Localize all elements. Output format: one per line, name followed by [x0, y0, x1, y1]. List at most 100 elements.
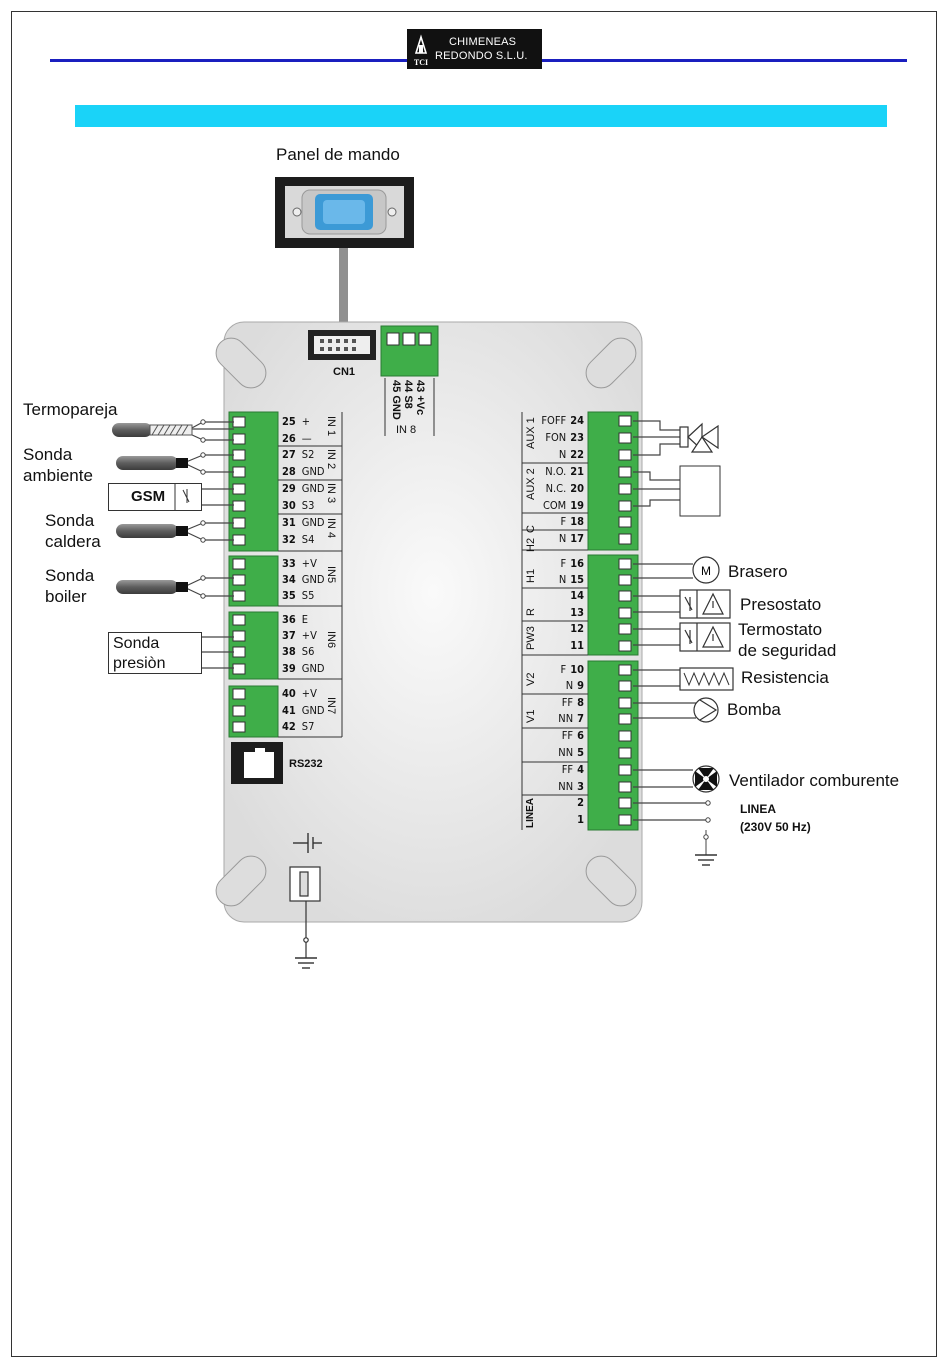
terminal-signal: FF: [561, 696, 574, 709]
terminal-signal: S2: [301, 448, 315, 461]
terminal-signal: GND: [301, 573, 325, 586]
line-terminals: [703, 800, 711, 855]
cn1-label: CN1: [333, 366, 356, 378]
terminal-number: 8: [577, 696, 584, 709]
aux2-device-box: [679, 465, 721, 517]
terminal-signal: GND: [301, 465, 325, 478]
motor-icon: M: [692, 556, 720, 584]
boiler-probe-caldera: [116, 524, 188, 538]
terminal-slot-left-41: [232, 705, 246, 717]
terminal-signal: N: [558, 532, 567, 545]
terminal-slot-right-23: [618, 432, 632, 444]
terminal-slot-right-10: [618, 664, 632, 676]
earth-icon-right: [695, 854, 717, 866]
header-line-right: [542, 59, 907, 62]
group-label-in3: IN 3: [325, 483, 337, 504]
terminal-slot-right-14: [618, 590, 632, 602]
group-label-in2: IN 2: [325, 449, 337, 470]
terminal-slot-left-25: [232, 416, 246, 428]
terminal-slot-left-42: [232, 721, 246, 733]
in8-num-44: 44: [402, 380, 414, 393]
terminal-slot-right-5: [618, 747, 632, 759]
terminal-slot-left-33: [232, 558, 246, 570]
company-logo: TCI CHIMENEAS REDONDO S.L.U.: [407, 29, 542, 69]
terminal-signal: N: [558, 573, 567, 586]
terminal-signal: COM: [542, 499, 567, 512]
group-label-h1: H1: [525, 568, 537, 583]
logo-mark: TCI: [407, 29, 435, 69]
terminal-slot-right-21: [618, 466, 632, 478]
terminal-signal: N.O.: [545, 465, 567, 478]
in8-num-43: 43: [414, 380, 426, 393]
group-label-in6: IN6: [325, 631, 337, 649]
right-wiring: [633, 420, 706, 821]
terminal-slot-right-13: [618, 607, 632, 619]
earth-icon-bottom: [295, 957, 317, 969]
pump-icon: [693, 697, 719, 723]
rs232-label: RS232: [289, 758, 323, 770]
terminal-number: 7: [577, 712, 584, 725]
terminal-signal: +V: [301, 629, 317, 642]
terminal-signal: NN: [558, 780, 574, 793]
terminal-left-26: 26 —: [282, 431, 312, 447]
boiler-probe: [116, 580, 188, 594]
group-label-h2: H2: [525, 537, 537, 552]
terminal-signal: —: [301, 432, 312, 445]
terminal-number: 1: [577, 813, 584, 826]
terminal-slot-right-16: [618, 558, 632, 570]
terminal-number: 38: [282, 645, 296, 658]
fan-icon: [692, 765, 720, 793]
switch-icon: [174, 484, 190, 510]
terminal-slot-right-24: [618, 415, 632, 427]
terminal-number: 37: [282, 629, 296, 642]
terminal-signal: FON: [545, 431, 567, 444]
header-line-left: [50, 59, 407, 62]
terminal-number: 16: [570, 557, 584, 570]
terminal-number: 5: [577, 746, 584, 759]
terminal-number: 32: [282, 533, 296, 546]
terminal-slot-left-39: [232, 663, 246, 675]
svg-text:TCI: TCI: [414, 58, 428, 67]
controller-board: [215, 321, 643, 923]
terminal-number: 29: [282, 482, 296, 495]
svg-text:M: M: [701, 564, 711, 578]
terminal-number: 23: [570, 431, 584, 444]
terminal-left-33: 33+V: [282, 556, 317, 572]
termopareja-label: Termopareja: [23, 400, 118, 419]
terminal-right-2: 2: [534, 795, 584, 811]
in8-name-44: S8: [402, 395, 414, 409]
terminal-slot-right-3: [618, 781, 632, 793]
terminal-signal: N: [565, 679, 574, 692]
terminal-number: 13: [570, 606, 584, 619]
terminal-number: 17: [570, 532, 584, 545]
terminal-slot-left-40: [232, 688, 246, 700]
terminal-left-25: 25+: [282, 414, 310, 430]
terminal-slot-left-30: [232, 500, 246, 512]
terminal-slot-left-27: [232, 449, 246, 461]
terminal-number: 10: [570, 663, 584, 676]
terminal-number: 14: [570, 589, 584, 602]
terminal-signal: F: [560, 515, 567, 528]
terminal-number: 26: [282, 432, 296, 445]
terminal-number: 31: [282, 516, 296, 529]
terminal-signal: +: [301, 415, 311, 428]
terminal-number: 3: [577, 780, 584, 793]
terminal-number: 9: [577, 679, 584, 692]
group-label-linea: LINEA: [525, 798, 536, 828]
ventilador-label: Ventilador comburente: [729, 771, 900, 790]
terminal-slot-left-36: [232, 614, 246, 626]
in8-name-43: +Vc: [414, 395, 426, 416]
valve-icon: [679, 422, 719, 453]
terminal-signal: NN: [558, 712, 574, 725]
gsm-module: GSM: [108, 483, 202, 511]
terminal-slot-right-4: [618, 764, 632, 776]
